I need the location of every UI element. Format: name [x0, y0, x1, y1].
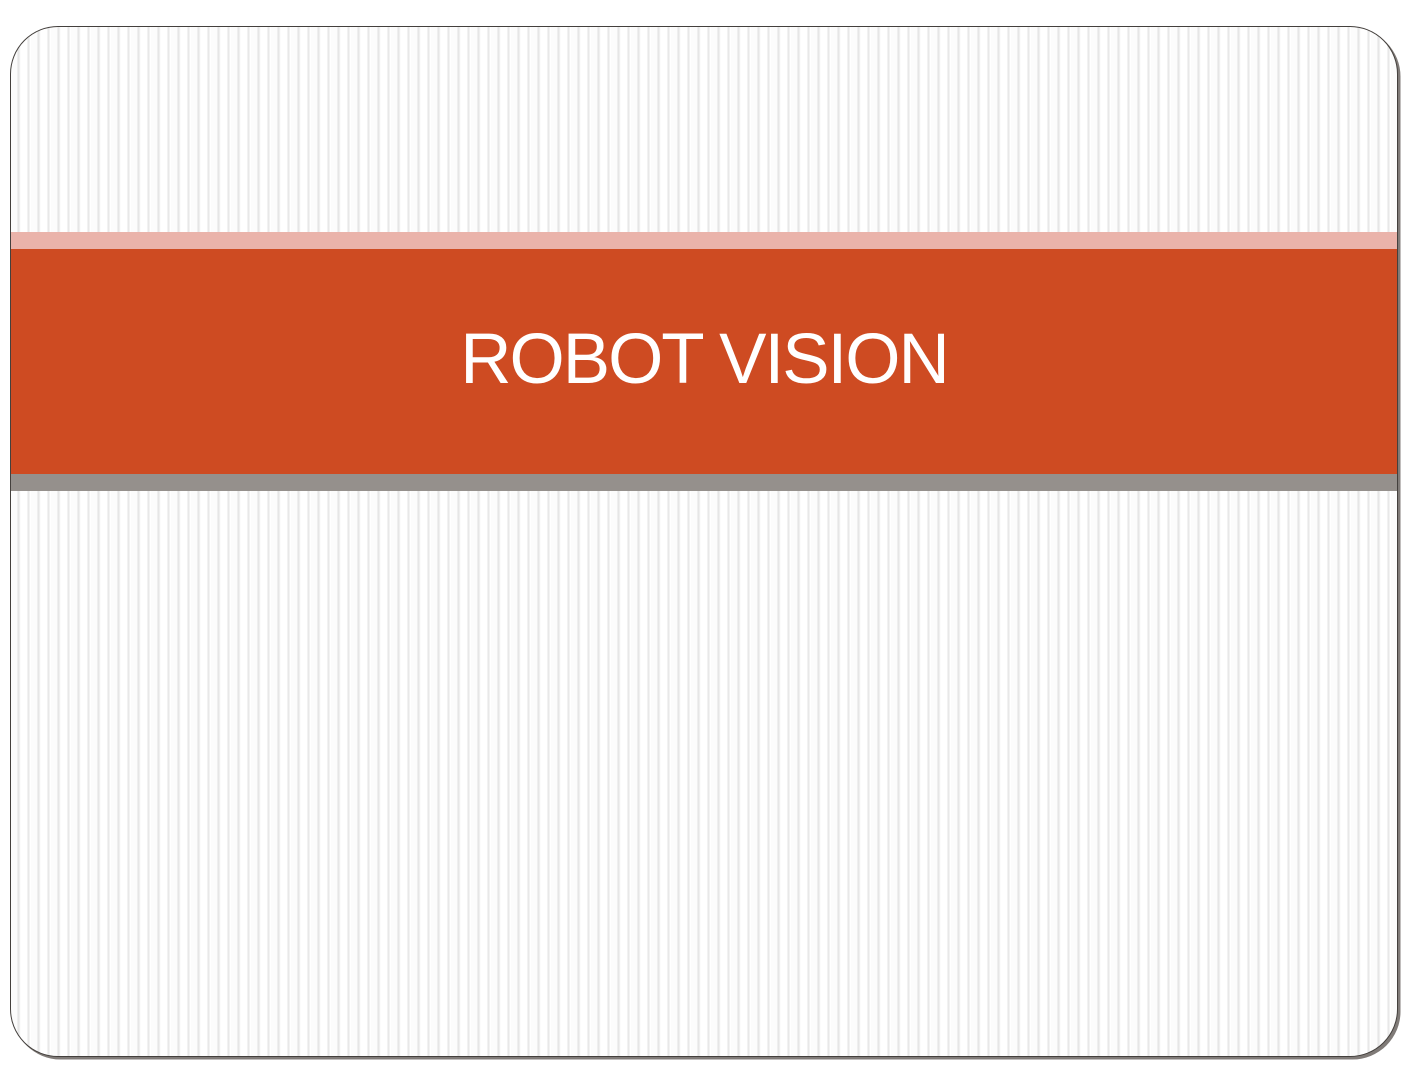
title-banner: ROBOT VISION	[11, 249, 1397, 474]
accent-stripe-bottom	[11, 474, 1397, 491]
slide-title: ROBOT VISION	[460, 320, 950, 399]
accent-stripe-top	[11, 232, 1397, 249]
slide: ROBOT VISION	[10, 26, 1398, 1057]
